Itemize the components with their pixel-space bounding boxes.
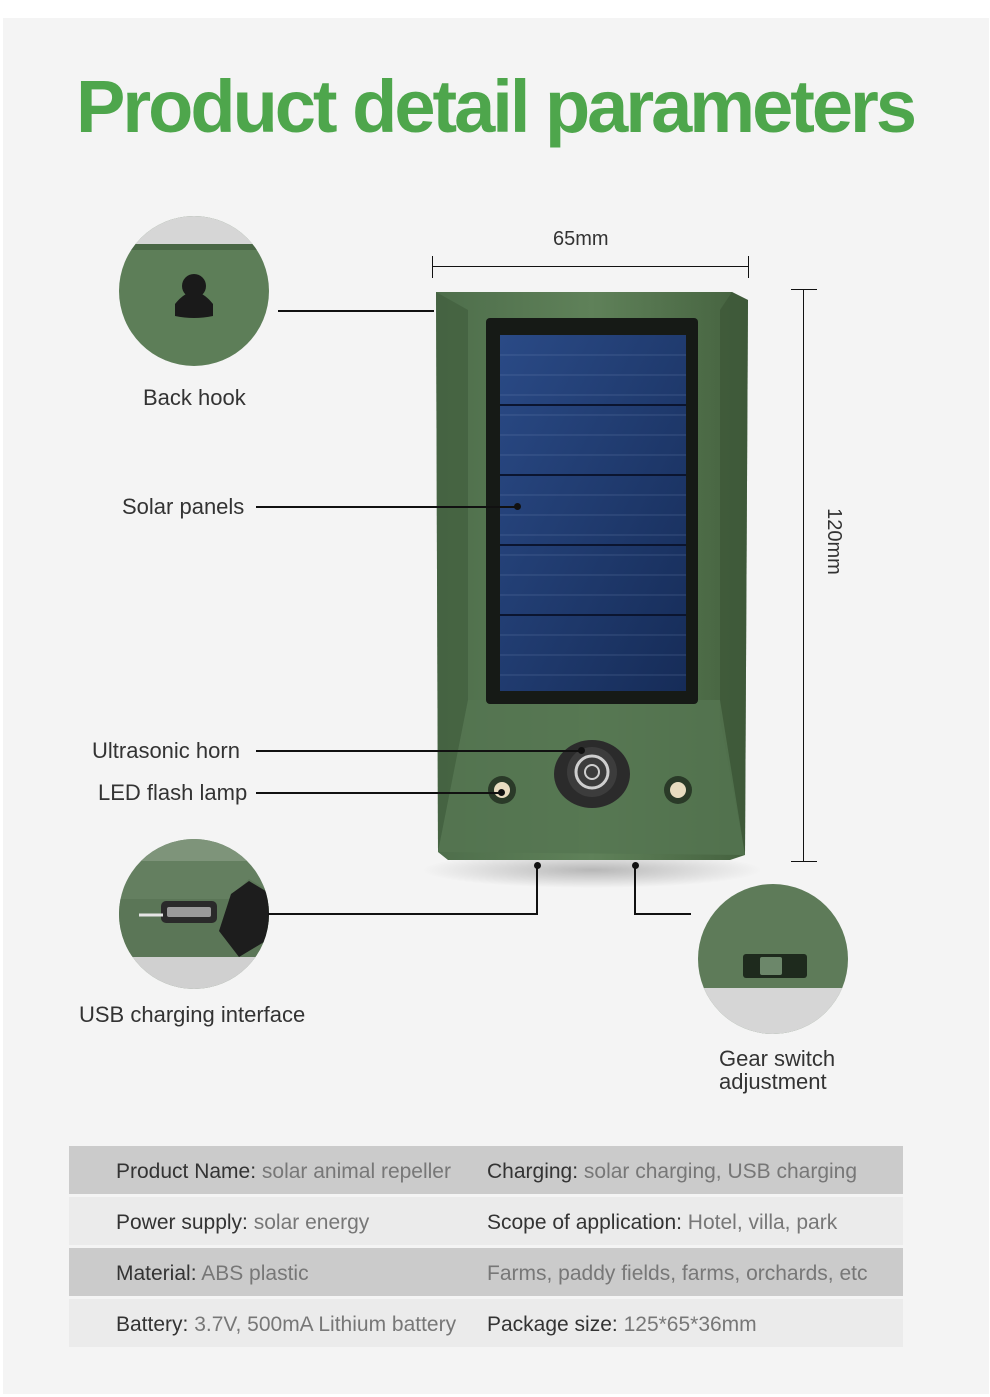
spec-value: Hotel, villa, park (681, 1211, 838, 1234)
gear-switch-label-line2: adjustment (719, 1069, 827, 1094)
solar-panels-leader-line (256, 506, 517, 508)
product-device-illustration (422, 292, 762, 888)
spec-value: Farms, paddy fields, farms, orchards, et… (487, 1262, 868, 1285)
spec-key: Charging: (487, 1160, 579, 1183)
spec-key: Power supply: (116, 1211, 248, 1234)
height-dimension-label: 120mm (822, 508, 845, 575)
ultrasonic-horn-leader-line (256, 750, 581, 752)
width-dimension-tick-right (748, 256, 749, 278)
spec-cell-left: Power supply: solar energy (116, 1197, 369, 1245)
usb-leader-line-vertical (536, 866, 538, 915)
ultrasonic-horn-leader-dot (578, 747, 585, 754)
spec-value: 125*65*36mm (617, 1313, 757, 1336)
page-title: Product detail parameters (76, 65, 917, 148)
gear-switch-leader-line-vertical (634, 866, 636, 915)
gear-switch-leader-line-horizontal (636, 913, 691, 915)
gear-switch-detail-image (698, 884, 848, 1034)
height-dimension-line (803, 289, 804, 862)
spec-cell-left: Material: ABS plastic (116, 1248, 309, 1296)
spec-value: 3.7V, 500mA Lithium battery (188, 1313, 457, 1336)
width-dimension-label: 65mm (553, 228, 609, 250)
back-hook-leader-line (278, 310, 434, 312)
spec-value: ABS plastic (196, 1262, 309, 1285)
gear-switch-label-line1: Gear switch (719, 1046, 836, 1071)
spec-row: Product Name: solar animal repeller Char… (69, 1146, 903, 1194)
height-dimension-tick-top (791, 289, 817, 290)
spec-value: solar animal repeller (256, 1160, 451, 1183)
gear-switch-leader-dot (632, 862, 639, 869)
led-flash-lamp-leader-line (256, 792, 501, 794)
usb-charging-label: USB charging interface (79, 1002, 306, 1027)
spec-key: Scope of application: (487, 1211, 682, 1234)
spec-row: Battery: 3.7V, 500mA Lithium battery Pac… (69, 1299, 903, 1347)
spec-value: solar energy (247, 1211, 370, 1234)
width-dimension-line (433, 266, 749, 267)
spec-cell-left: Battery: 3.7V, 500mA Lithium battery (116, 1299, 456, 1347)
solar-panels-label: Solar panels (122, 494, 245, 519)
usb-port-detail-image (119, 839, 269, 989)
ultrasonic-horn-label: Ultrasonic horn (92, 738, 240, 763)
width-dimension-tick-left (432, 256, 433, 278)
spec-key: Battery: (116, 1313, 189, 1336)
spec-cell-right: Charging: solar charging, USB charging (487, 1146, 857, 1194)
spec-row: Material: ABS plastic Farms, paddy field… (69, 1248, 903, 1296)
spec-cell-right: Scope of application: Hotel, villa, park (487, 1197, 837, 1245)
spec-cell-left: Product Name: solar animal repeller (116, 1146, 451, 1194)
solar-panels-leader-dot (514, 503, 521, 510)
spec-key: Package size: (487, 1313, 618, 1336)
led-flash-lamp-label: LED flash lamp (98, 780, 248, 805)
spec-row: Power supply: solar energy Scope of appl… (69, 1197, 903, 1245)
spec-key: Material: (116, 1262, 197, 1285)
spec-value: solar charging, USB charging (578, 1160, 858, 1183)
back-hook-detail-image (119, 216, 269, 366)
back-hook-label: Back hook (143, 385, 246, 410)
spec-table: Product Name: solar animal repeller Char… (69, 1146, 903, 1350)
spec-key: Product Name: (116, 1160, 257, 1183)
usb-leader-line-horizontal (268, 913, 538, 915)
spec-cell-right: Farms, paddy fields, farms, orchards, et… (487, 1248, 867, 1296)
height-dimension-tick-bottom (791, 861, 817, 862)
led-flash-lamp-leader-dot (498, 789, 505, 796)
usb-leader-dot (534, 862, 541, 869)
spec-cell-right: Package size: 125*65*36mm (487, 1299, 757, 1347)
